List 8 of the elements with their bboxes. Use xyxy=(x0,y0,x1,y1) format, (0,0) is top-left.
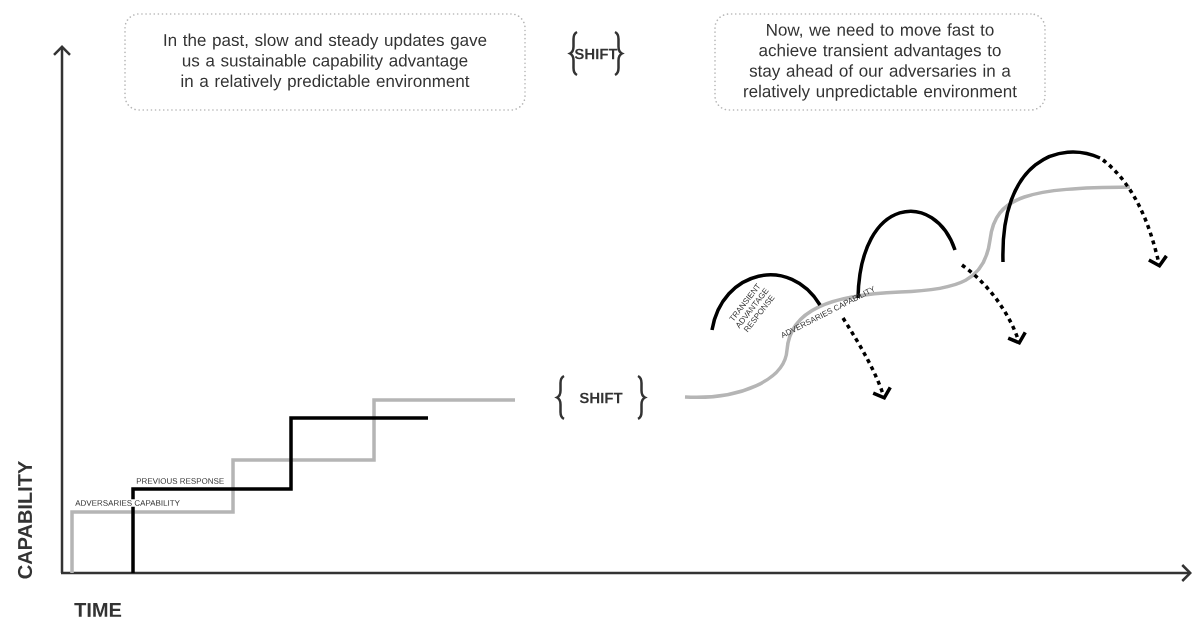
line-label: ADVERSARIES CAPABILITY xyxy=(74,499,181,507)
axis-label: TIME xyxy=(74,603,122,617)
axis-label: CAPABILITY xyxy=(17,461,33,579)
text-box: In the past, slow and steady updates gave us a sustainable capability advantage in a relatively predictable environment xyxy=(124,13,526,111)
shift-label: SHIFT xyxy=(574,48,618,60)
line-label: PREVIOUS RESPONSE xyxy=(136,478,224,484)
shift-label: SHIFT xyxy=(579,392,623,404)
text-box: Now, we need to move fast to achieve transient advantages to stay ahead of our adversaries in a relatively unpredictable environment xyxy=(714,13,1046,111)
